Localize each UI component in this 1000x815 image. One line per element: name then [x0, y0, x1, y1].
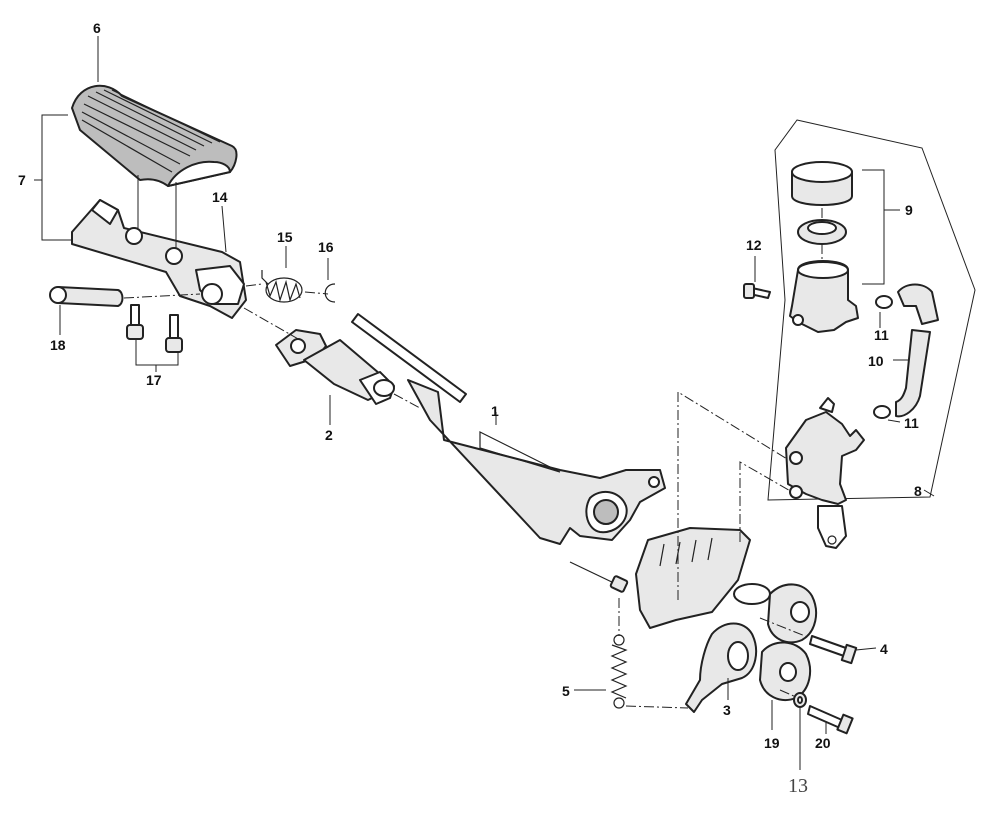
- bolt-4: [809, 635, 858, 665]
- hose-10: [895, 329, 931, 418]
- footpeg-rubber: [71, 84, 238, 187]
- master-cylinder-body: [785, 397, 865, 549]
- callout-20: 20: [815, 735, 831, 751]
- cap-19: [759, 641, 812, 701]
- master-cylinder-group-outline: [767, 119, 976, 501]
- callout-2: 2: [325, 427, 333, 443]
- callout-5: 5: [562, 683, 570, 699]
- return-spring-5: [610, 634, 628, 709]
- callout-11-upper: 11: [874, 327, 889, 343]
- pin-18: [49, 286, 124, 307]
- reservoir-body: [789, 260, 859, 333]
- callout-labels: 1 2 3 4 5 6 7 8 9 10 11 11 12 13 14 15 1…: [18, 20, 922, 797]
- callout-8: 8: [914, 483, 922, 499]
- bolts-17: [126, 304, 183, 353]
- callout-17: 17: [146, 372, 162, 388]
- callout-6: 6: [93, 20, 101, 36]
- callout-9: 9: [905, 202, 913, 218]
- cap-upper: [767, 583, 818, 644]
- hose-clamp-upper: [875, 295, 893, 309]
- callout-10: 10: [868, 353, 884, 369]
- callout-14: 14: [212, 189, 228, 205]
- spring-15: [261, 270, 303, 303]
- callout-16: 16: [318, 239, 334, 255]
- bracket-3: [685, 622, 758, 713]
- callout-13: 13: [788, 775, 808, 797]
- push-rod: [569, 561, 629, 593]
- brake-pedal-lever: [351, 313, 666, 545]
- bolt-12: [743, 283, 771, 299]
- washer-13: [793, 692, 807, 708]
- callout-1: 1: [491, 403, 499, 419]
- hose-elbow-upper: [897, 283, 939, 325]
- hose-clamp-lower: [873, 405, 891, 419]
- footpeg-bracket: [71, 199, 247, 319]
- callout-15: 15: [277, 229, 293, 245]
- callout-3: 3: [723, 702, 731, 718]
- callout-7: 7: [18, 172, 26, 188]
- callout-11-lower: 11: [904, 415, 919, 431]
- e-clip-16: [324, 283, 336, 303]
- pivot-shaft: [275, 329, 395, 405]
- callout-12: 12: [746, 237, 762, 253]
- callout-19: 19: [764, 735, 780, 751]
- reservoir-cap: [791, 161, 853, 206]
- reservoir-diaphragm: [797, 219, 847, 245]
- bolt-20: [807, 705, 854, 735]
- heel-plate: [635, 527, 771, 629]
- callout-4: 4: [880, 641, 888, 657]
- callout-18: 18: [50, 337, 66, 353]
